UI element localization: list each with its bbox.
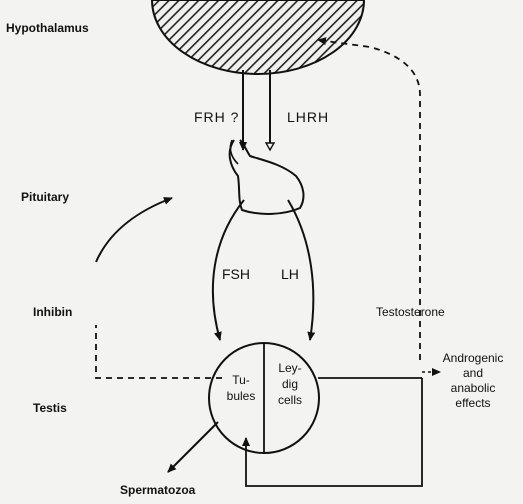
hypothalamus-shape <box>152 0 364 74</box>
effects-line-2: and <box>428 366 518 381</box>
testosterone-label: Testosterone <box>376 306 445 318</box>
leydig-line-1: Ley- <box>268 360 312 376</box>
inhibin-dashed-line <box>96 325 222 378</box>
leydig-cells-label: Ley- dig cells <box>268 360 312 408</box>
tubules-label: Tu- bules <box>220 372 262 404</box>
effects-line-1: Androgenic <box>428 351 518 366</box>
fsh-label: FSH <box>222 267 250 281</box>
inhibin-label: Inhibin <box>33 306 72 318</box>
leydig-line-2: dig <box>268 376 312 392</box>
leydig-line-3: cells <box>268 392 312 408</box>
lh-label: LH <box>281 267 299 281</box>
effects-line-4: effects <box>428 396 518 411</box>
lhrh-label: LHRH <box>287 110 329 124</box>
androgenic-effects-label: Androgenic and anabolic effects <box>428 351 518 411</box>
effects-line-3: anabolic <box>428 381 518 396</box>
testis-label: Testis <box>33 402 67 414</box>
inhibin-feedback-arrow <box>96 198 172 262</box>
hypothalamus-label: Hypothalamus <box>6 22 89 34</box>
frh-label: FRH ? <box>194 110 239 124</box>
pituitary-label: Pituitary <box>21 191 69 203</box>
tubules-line-1: Tu- <box>220 372 262 388</box>
spermatozoa-label: Spermatozoa <box>120 484 195 496</box>
pituitary-stalk <box>230 140 238 164</box>
spermatozoa-arrow <box>168 422 218 472</box>
tubules-line-2: bules <box>220 388 262 404</box>
